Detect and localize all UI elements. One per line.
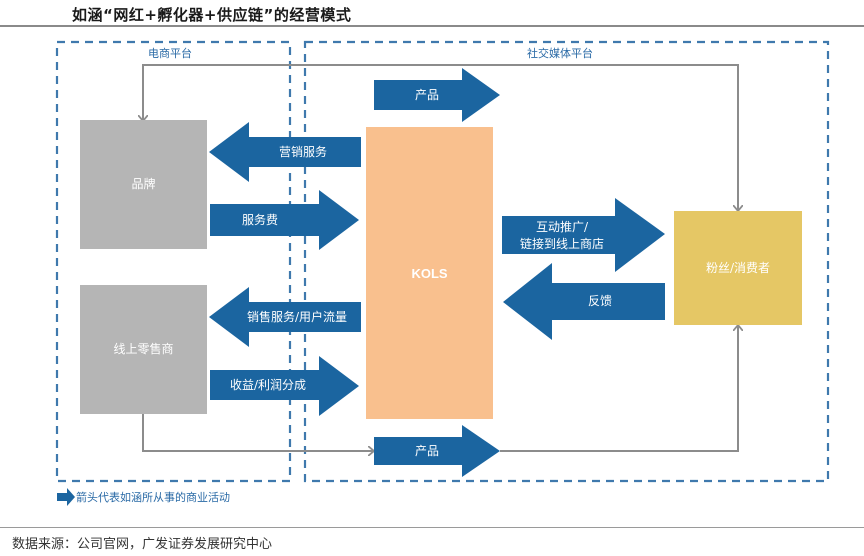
feedback-label: 反馈 — [587, 294, 612, 308]
connector-bottom-to-fans — [500, 326, 738, 452]
social-zone-label: 社交媒体平台 — [527, 47, 593, 60]
ecommerce-zone-label: 电商平台 — [148, 47, 192, 60]
title-divider — [0, 25, 864, 27]
product-bottom-arrow[interactable] — [374, 425, 500, 477]
product-bottom-label: 产品 — [414, 443, 439, 458]
service-fee-arrow[interactable] — [210, 190, 359, 250]
product-top-arrow[interactable] — [374, 68, 500, 122]
fans-node — [674, 211, 802, 325]
promotion-label: 互动推广/ 链接到线上商店 — [502, 218, 622, 254]
promotion-label-line2: 链接到线上商店 — [519, 237, 604, 251]
kols-node — [366, 127, 493, 419]
brand-node — [80, 120, 207, 249]
social-zone — [303, 40, 830, 483]
connector-top-to-fans — [143, 64, 738, 210]
promotion-label-line1: 互动推广/ — [535, 220, 589, 234]
fans-label: 粉丝/消费者 — [705, 260, 771, 275]
retailer-label: 线上零售商 — [113, 342, 174, 356]
figure-title: 如涵“网红+孵化器+供应链”的经营模式 — [72, 6, 352, 24]
product-top-label: 产品 — [414, 87, 439, 102]
footer-divider — [0, 527, 864, 528]
feedback-arrow[interactable] — [503, 263, 665, 340]
retailer-node — [80, 285, 207, 414]
marketing-service-label: 营销服务 — [278, 144, 327, 159]
connector-retailer-to-product — [142, 414, 373, 451]
sales-service-arrow[interactable] — [209, 287, 361, 347]
ecommerce-zone — [55, 40, 292, 483]
revenue-share-arrow[interactable] — [210, 356, 359, 416]
blue-arrow-icon — [57, 488, 75, 506]
sales-service-label: 销售服务/用户流量 — [246, 309, 348, 324]
kols-label: KOLS — [411, 265, 448, 281]
promotion-arrow[interactable] — [502, 198, 665, 272]
legend-text: 箭头代表如涵所从事的商业活动 — [76, 491, 230, 504]
revenue-share-label: 收益/利润分成 — [229, 377, 307, 392]
service-fee-label: 服务费 — [241, 212, 278, 227]
marketing-service-arrow[interactable] — [209, 122, 361, 182]
brand-label: 品牌 — [131, 177, 156, 191]
source-note: 数据来源：公司官网，广发证券发展研究中心 — [12, 537, 273, 552]
